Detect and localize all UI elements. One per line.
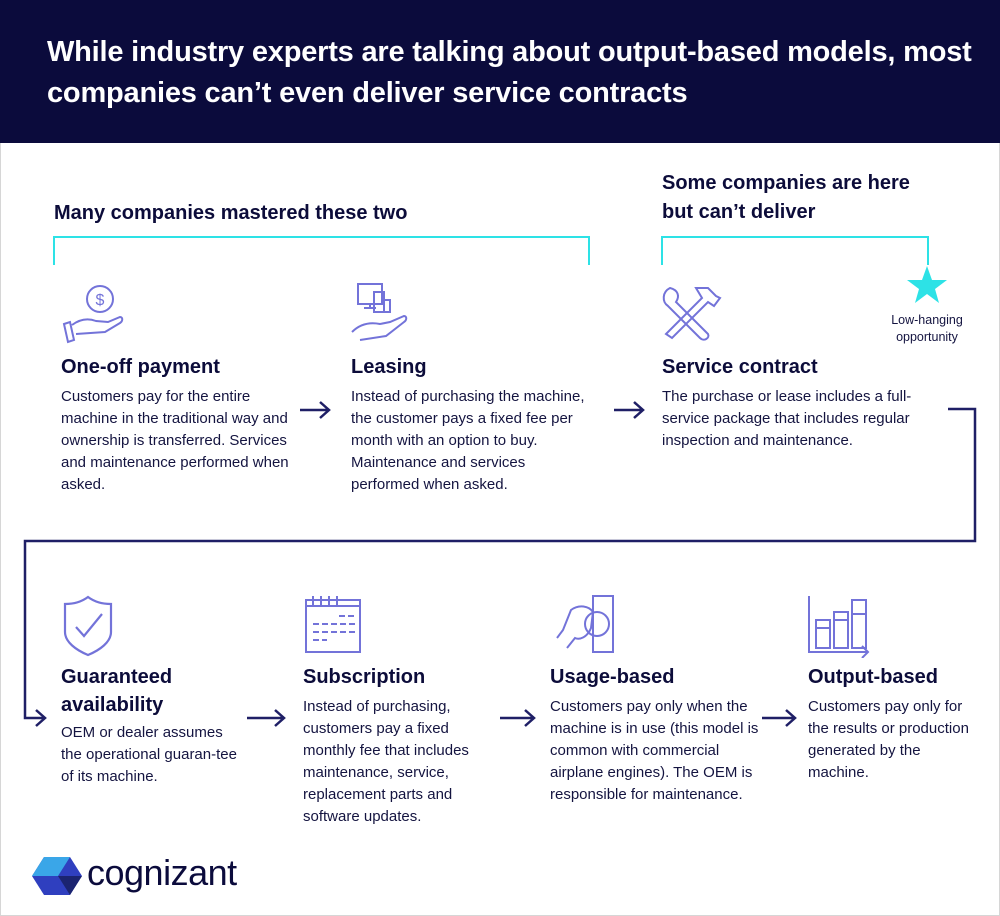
bracket-cant-deliver <box>661 236 929 265</box>
svg-text:$: $ <box>96 292 105 309</box>
connector-arrowhead <box>35 709 47 727</box>
hand-card-icon <box>556 595 614 653</box>
cognizant-logo-text: cognizant <box>87 852 237 893</box>
hand-dollar-icon: $ <box>62 285 124 344</box>
tools-icon <box>662 286 722 341</box>
model-title: One-off payment <box>61 356 220 378</box>
cognizant-logo-icon <box>32 857 82 895</box>
bracket-mastered <box>53 236 590 265</box>
page-title: While industry experts are talking about… <box>47 36 972 109</box>
model-description: OEM or dealer assumes the operational gu… <box>61 724 237 785</box>
model-description: The purchase or lease includes a full-se… <box>662 388 912 449</box>
model-title: Output-based <box>808 666 938 688</box>
hand-devices-icon <box>351 283 408 341</box>
model-title: Service contract <box>662 356 818 378</box>
badge-label: Low-hanging opportunity <box>891 313 963 344</box>
model-title: Leasing <box>351 356 427 378</box>
group-label-mastered: Many companies mastered these two <box>54 202 408 224</box>
model-title: Guaranteed availability <box>61 666 173 716</box>
model-description: Instead of purchasing the machine, the c… <box>351 388 585 493</box>
model-title: Subscription <box>303 666 426 688</box>
model-description: Customers pay for the entire machine in … <box>61 388 289 493</box>
calendar-icon <box>305 596 361 653</box>
bar-chart-icon <box>808 596 870 658</box>
group-label-cant-deliver: Some companies are here but can’t delive… <box>662 172 910 223</box>
arrow-icon <box>247 401 797 727</box>
model-description: Customers pay only for the results or pr… <box>808 698 969 781</box>
model-description: Instead of purchasing, customers pay a f… <box>303 698 469 825</box>
row-connector <box>23 407 977 720</box>
model-title: Usage-based <box>550 666 675 688</box>
model-description: Customers pay only when the machine is i… <box>550 698 759 803</box>
shield-check-icon <box>63 595 113 657</box>
header-banner: While industry experts are talking about… <box>0 0 1000 143</box>
star-icon <box>907 266 947 303</box>
